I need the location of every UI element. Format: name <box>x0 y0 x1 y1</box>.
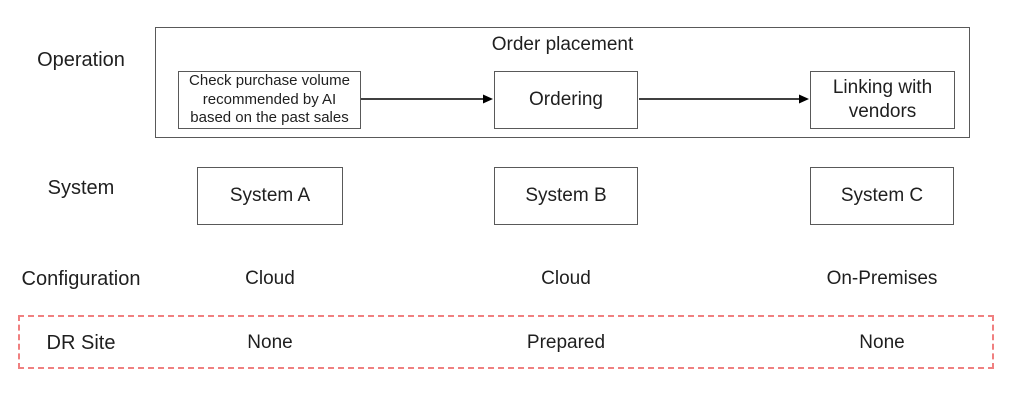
dr-site-value-a: None <box>247 332 293 353</box>
system-a-label: System A <box>229 185 311 206</box>
flow-arrow-2-icon <box>639 94 809 104</box>
system-c-label: System C <box>840 185 924 206</box>
configuration-value-c: On-Premises <box>826 268 938 289</box>
step-linking-line-2: vendors <box>848 101 917 122</box>
row-label-system: System <box>47 177 115 199</box>
configuration-value-b: Cloud <box>541 268 591 289</box>
row-label-configuration: Configuration <box>21 268 141 290</box>
row-label-dr-site: DR Site <box>46 332 116 354</box>
dr-site-value-b: Prepared <box>526 332 606 353</box>
system-b-label: System B <box>525 185 607 206</box>
dr-site-value-c: None <box>859 332 905 353</box>
step-ordering-box: Ordering <box>494 71 638 129</box>
step-check-line-3: based on the past sales <box>190 109 349 127</box>
order-placement-group-box: Order placement <box>155 27 970 138</box>
step-check-line-2: recommended by AI <box>202 90 337 108</box>
dr-site-highlight-box <box>18 315 994 369</box>
step-check-purchase-volume-box: Check purchase volume recommended by AI … <box>178 71 361 129</box>
step-linking-vendors-box: Linking with vendors <box>810 71 955 129</box>
system-a-box: System A <box>197 167 343 225</box>
step-ordering-label: Ordering <box>529 89 603 110</box>
system-b-box: System B <box>494 167 638 225</box>
system-c-box: System C <box>810 167 954 225</box>
flow-arrow-1-icon <box>361 94 493 104</box>
row-label-operation: Operation <box>37 49 125 71</box>
configuration-value-a: Cloud <box>245 268 295 289</box>
order-placement-group-title: Order placement <box>491 34 634 55</box>
step-linking-line-1: Linking with <box>832 77 933 98</box>
step-check-line-1: Check purchase volume <box>189 72 350 90</box>
